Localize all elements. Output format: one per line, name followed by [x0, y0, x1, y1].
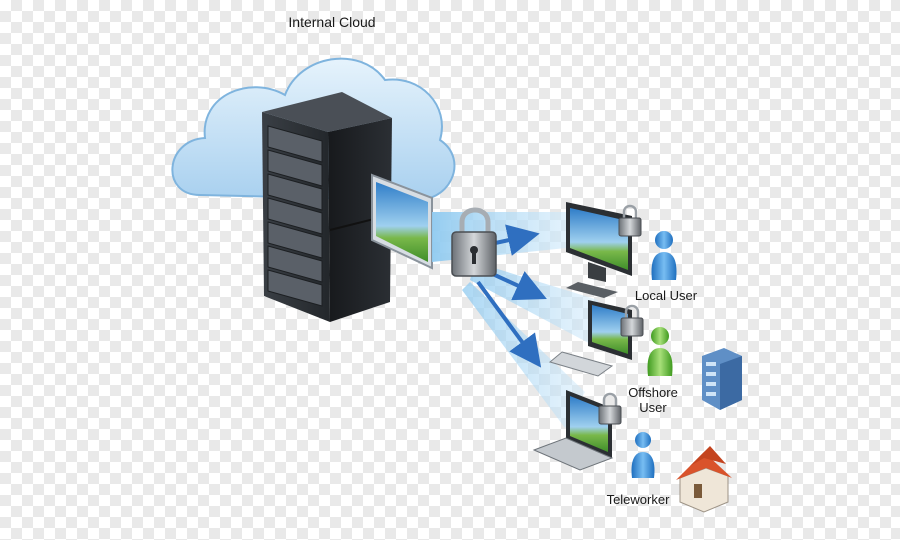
- screen-image-icon: [371, 173, 433, 270]
- desktop-monitor-icon: [566, 202, 632, 298]
- office-building-icon: [702, 348, 742, 410]
- padlock-icon: [598, 392, 622, 425]
- person-icon: [651, 231, 677, 280]
- house-icon: [676, 446, 732, 513]
- server-rack-icon: [262, 92, 392, 322]
- offshore-user-label: Offshore User: [622, 385, 684, 415]
- local-user-label: Local User: [634, 288, 698, 303]
- desktop-monitor-icon: [548, 300, 632, 377]
- padlock-icon: [620, 304, 644, 337]
- offshore-user-label-line2: User: [639, 400, 667, 415]
- internal-cloud-label: Internal Cloud: [288, 14, 376, 30]
- offshore-user-label-line1: Offshore: [628, 385, 678, 400]
- padlock-icon: [618, 204, 642, 237]
- person-icon: [647, 327, 673, 376]
- person-icon: [631, 432, 655, 478]
- padlock-icon: [451, 207, 497, 277]
- teleworker-label: Teleworker: [606, 492, 670, 507]
